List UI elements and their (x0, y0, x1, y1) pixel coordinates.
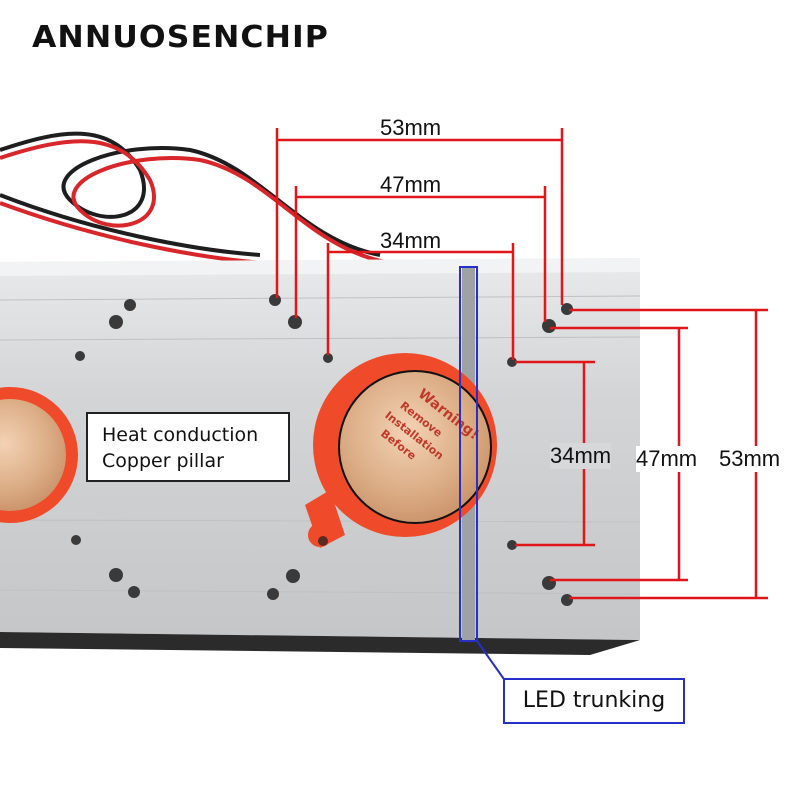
height-label-53mm: 53mm (719, 446, 781, 472)
heat-callout-line-1: Heat conduction (102, 424, 259, 446)
led-trunking-callout: LED trunking (503, 678, 685, 724)
height-label-34mm: 34mm (550, 443, 612, 469)
power-cable (0, 131, 386, 265)
copper-pillar-pad: Warning! Remove Installation Before (305, 353, 497, 548)
led-leader-line (459, 266, 507, 683)
mounting-holes (71, 294, 573, 606)
height-label-47mm: 47mm (636, 446, 698, 472)
left-thermal-pad (0, 387, 78, 523)
horizontal-dimension-lines (275, 128, 564, 360)
width-label-47mm: 47mm (380, 172, 442, 197)
brand-logo: ANNUOSENCHIP (32, 20, 329, 55)
heat-conduction-callout: Heat conduction Copper pillar (86, 412, 290, 482)
width-label-34mm: 34mm (380, 228, 442, 253)
width-label-53mm: 53mm (380, 115, 442, 140)
heat-callout-line-2: Copper pillar (102, 450, 224, 472)
